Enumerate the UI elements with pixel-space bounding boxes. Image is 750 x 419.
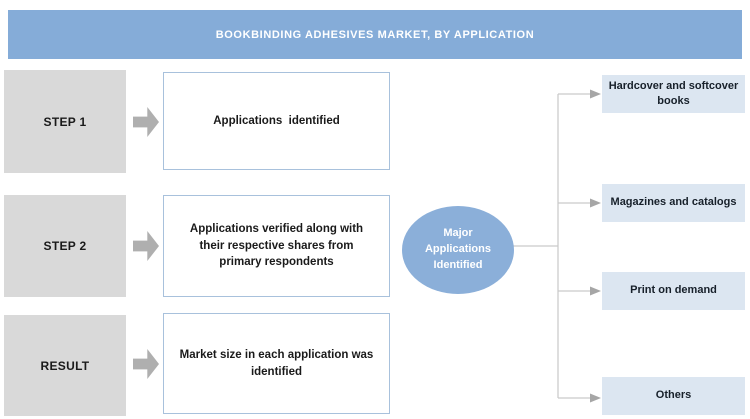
page-title: BOOKBINDING ADHESIVES MARKET, BY APPLICA… bbox=[215, 28, 535, 41]
title-banner: BOOKBINDING ADHESIVES MARKET, BY APPLICA… bbox=[8, 10, 742, 59]
step-1-description: Applications identified bbox=[163, 72, 390, 170]
step-1-box: STEP 1 bbox=[4, 70, 126, 173]
arrowhead-icon bbox=[590, 393, 601, 403]
step-2-box: STEP 2 bbox=[4, 195, 126, 297]
step-2-description: Applications verified along with their r… bbox=[163, 195, 390, 297]
major-applications-hub: Major Applications Identified bbox=[402, 206, 514, 294]
output-others: Others bbox=[602, 377, 745, 415]
arrowhead-icon bbox=[590, 286, 601, 296]
result-description: Market size in each application was iden… bbox=[163, 313, 390, 414]
result-box: RESULT bbox=[4, 315, 126, 416]
arrowhead-icon bbox=[590, 198, 601, 208]
output-print-on-demand: Print on demand bbox=[602, 272, 745, 310]
output-magazines-catalogs: Magazines and catalogs bbox=[602, 184, 745, 222]
arrowhead-icon bbox=[590, 89, 601, 99]
right-block-arrow-icon bbox=[133, 107, 159, 137]
output-hardcover-softcover-books: Hardcover and softcover books bbox=[602, 75, 745, 113]
right-block-arrow-icon bbox=[133, 231, 159, 261]
right-block-arrow-icon bbox=[133, 349, 159, 379]
